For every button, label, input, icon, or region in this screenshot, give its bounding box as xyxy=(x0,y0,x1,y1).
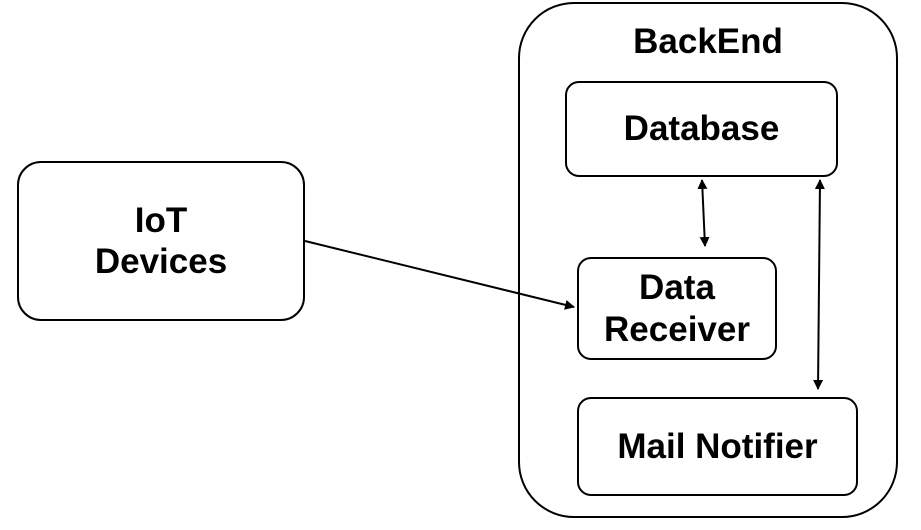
database-node: Database xyxy=(565,81,838,177)
database-label: Database xyxy=(623,109,780,149)
data-receiver-node: Data Receiver xyxy=(577,257,777,360)
mail-notifier-label: Mail Notifier xyxy=(617,426,818,466)
iot-devices-label: IoT Devices xyxy=(94,200,228,281)
data-receiver-label: Data Receiver xyxy=(604,268,750,349)
backend-title: BackEnd xyxy=(633,22,783,61)
mail-notifier-node: Mail Notifier xyxy=(577,397,858,496)
iot-devices-node: IoT Devices xyxy=(17,161,305,321)
